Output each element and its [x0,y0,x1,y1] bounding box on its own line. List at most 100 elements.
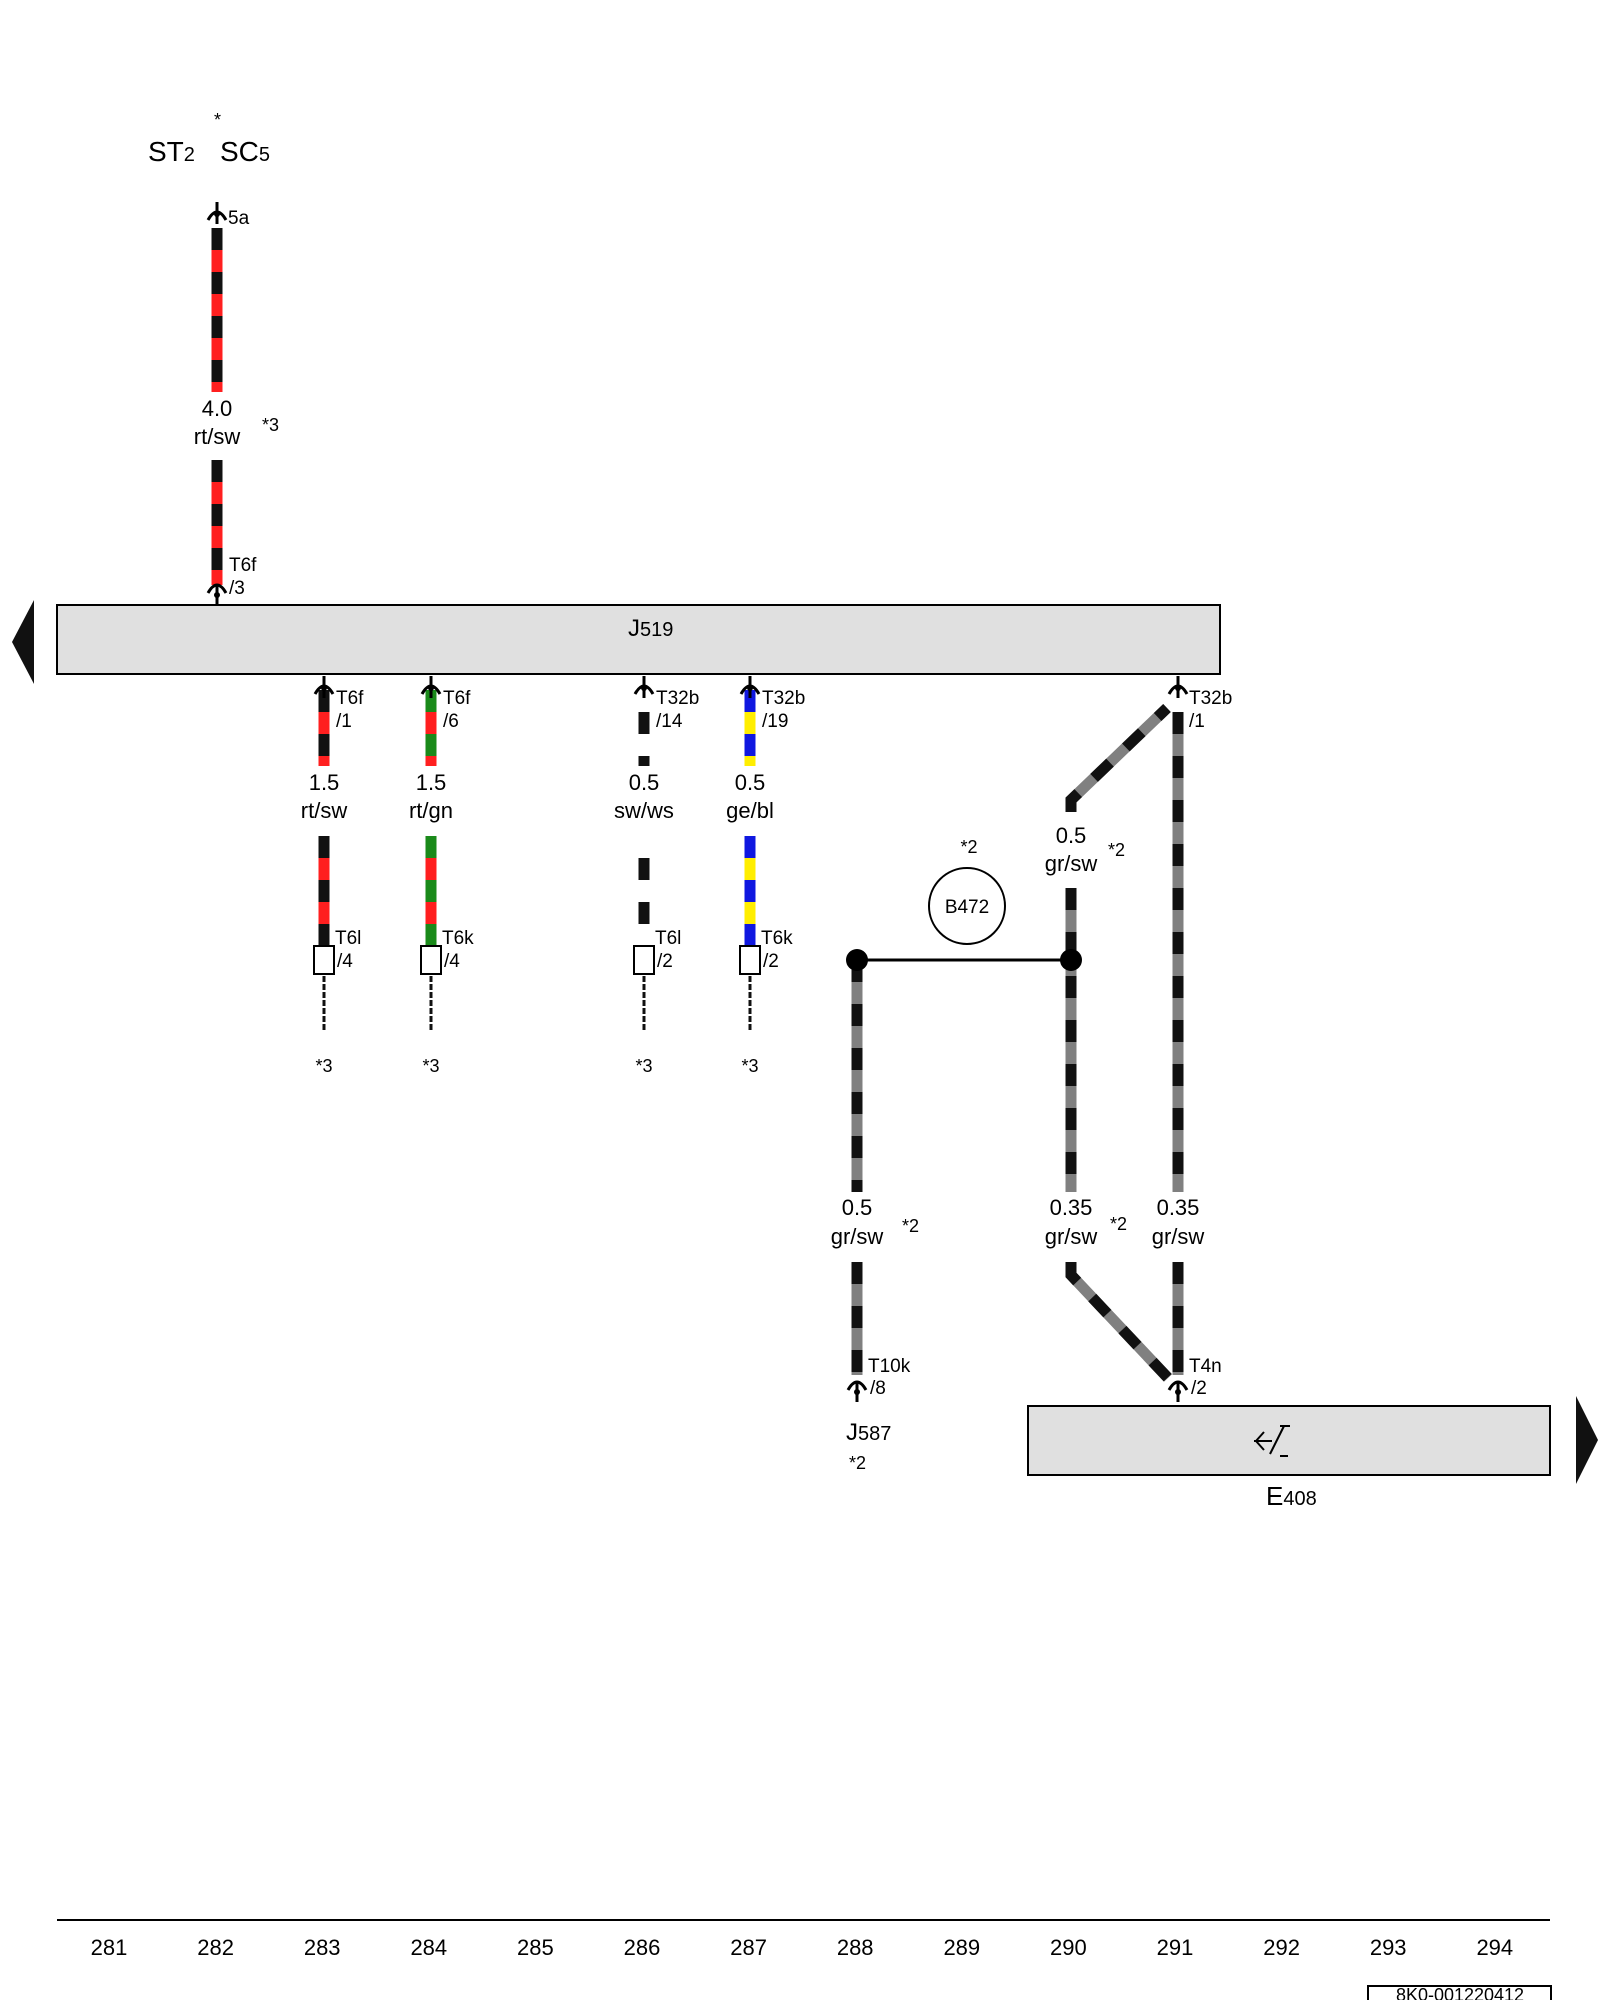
component-e408-label: E408 [1266,1481,1317,1511]
component-j587-label: J587 [846,1419,891,1446]
wire-size: 0.5 [735,770,766,795]
connector-pin-icon [633,676,655,698]
wire-note: *2 [902,1216,919,1236]
connector-t6l-2-pin: /2 [657,951,673,972]
column-number: 281 [91,1935,128,1960]
connector-pin-icon [206,583,228,605]
connector-pin-icon [313,676,335,698]
column-number: 293 [1370,1935,1407,1960]
connector-t10k-8-pin: /8 [870,1378,886,1399]
wire-w8-stripe [1065,1262,1173,1382]
connector-t10k-8-name: T10k [868,1356,911,1377]
connector-t32b-1-name: T32b [1189,688,1232,709]
wire-note: *2 [1108,840,1125,860]
connector-t32b-1-pin: /1 [1189,711,1205,732]
wire-color: gr/sw [1045,851,1098,876]
wire-size: 0.5 [629,770,660,795]
connector-t6k-2-pin: /2 [763,951,779,972]
wire-size: 0.5 [1056,823,1087,848]
wire-color: rt/sw [301,798,348,823]
source-sc-label: SC5 [220,136,270,167]
wire-size: 1.5 [309,770,340,795]
component-j519-box[interactable] [56,604,1221,675]
wire-labels: 4.0 rt/sw *3 1.5 rt/sw 1.5 rt/gn 0.5 sw/… [194,396,1205,1249]
lead-lines [322,976,752,1032]
connector-t6f-1-name: T6f [336,688,364,709]
connector-t6l-4-name: T6l [335,928,361,949]
next-page-arrow-icon[interactable] [1576,1396,1598,1484]
wire-color: ge/bl [726,798,774,823]
connector-housings [313,945,761,975]
wire-size: 4.0 [202,396,233,421]
component-j587-note: *2 [849,1453,866,1473]
wire-size: 1.5 [416,770,447,795]
wire-color: gr/sw [1045,1224,1098,1249]
lead-note: *3 [315,1056,332,1076]
column-number: 287 [730,1935,767,1960]
connector-pins [206,202,1189,1402]
prev-page-arrow-icon[interactable] [12,600,34,684]
connector-t6f-1-pin: /1 [336,711,352,732]
wire-color: sw/ws [614,798,674,823]
lead-note: *3 [422,1056,439,1076]
connector-pin-icon [206,202,228,224]
component-j519-label: J519 [628,615,673,642]
lead-notes: *3 *3 *3 *3 [315,1056,758,1076]
splice-b472-circle[interactable] [928,867,1006,945]
connector-t6k-4-pin: /4 [444,951,460,972]
wire-size: 0.5 [842,1195,873,1220]
column-number: 292 [1263,1935,1300,1960]
connector-t4n-2-pin: /2 [1191,1378,1207,1399]
column-number: 291 [1157,1935,1194,1960]
splice-b472-label: B472 [945,897,989,918]
splice-b472-note: *2 [960,837,977,857]
connector-pin-icon [420,676,442,698]
column-number: 284 [410,1935,447,1960]
wire-segments [211,228,1184,1382]
column-number: 290 [1050,1935,1087,1960]
connector-t6f-3-pin: /3 [229,578,245,599]
column-number: 288 [837,1935,874,1960]
source-star: * [214,110,221,130]
connector-t6f-6-pin: /6 [443,711,459,732]
column-number: 283 [304,1935,341,1960]
connector-t4n-2-name: T4n [1189,1356,1222,1377]
connector-t6k-4-name: T6k [442,928,474,949]
wire-note: *3 [262,415,279,435]
connector-t32b-14-name: T32b [656,688,699,709]
connector-t32b-14-pin: /14 [656,711,683,732]
column-number: 286 [624,1935,661,1960]
connector-t6f-6-name: T6f [443,688,471,709]
connector-t32b-19-name: T32b [762,688,805,709]
component-e408-box[interactable] [1027,1405,1551,1476]
wire-size: 0.35 [1157,1195,1200,1220]
wire-w6-segment [1065,704,1171,812]
connector-pin-icon [1167,676,1189,698]
connector-t6k-2-name: T6k [761,928,793,949]
connector-t6l-4-pin: /4 [337,951,353,972]
source-st-label: ST2 [148,136,195,167]
wire-color: gr/sw [1152,1224,1205,1249]
junction-dot [1060,949,1082,971]
connector-5a-label: 5a [228,208,250,229]
doc-id: 8K0-001220412 [1396,1985,1524,2000]
junction-dot [846,949,868,971]
connector-pin-icon [1167,1380,1189,1402]
wire-color: rt/sw [194,424,241,449]
wire-w6-stripe [1065,704,1171,812]
connector-t6l-2-name: T6l [655,928,681,949]
connector-t6f-3-name: T6f [229,555,257,576]
lead-note: *3 [741,1056,758,1076]
column-number: 294 [1476,1935,1513,1960]
wire-w8-segment [1065,1262,1173,1382]
connector-pin-icon [739,676,761,698]
lead-note: *3 [635,1056,652,1076]
connector-pin-icon [846,1380,868,1402]
column-number: 289 [943,1935,980,1960]
wire-color: gr/sw [831,1224,884,1249]
doc-id-box [1367,1985,1552,2000]
column-number: 285 [517,1935,554,1960]
connector-labels: 5a T6f /3 T6f /1 T6f /6 T32b /14 T32b /1… [228,208,1232,1399]
